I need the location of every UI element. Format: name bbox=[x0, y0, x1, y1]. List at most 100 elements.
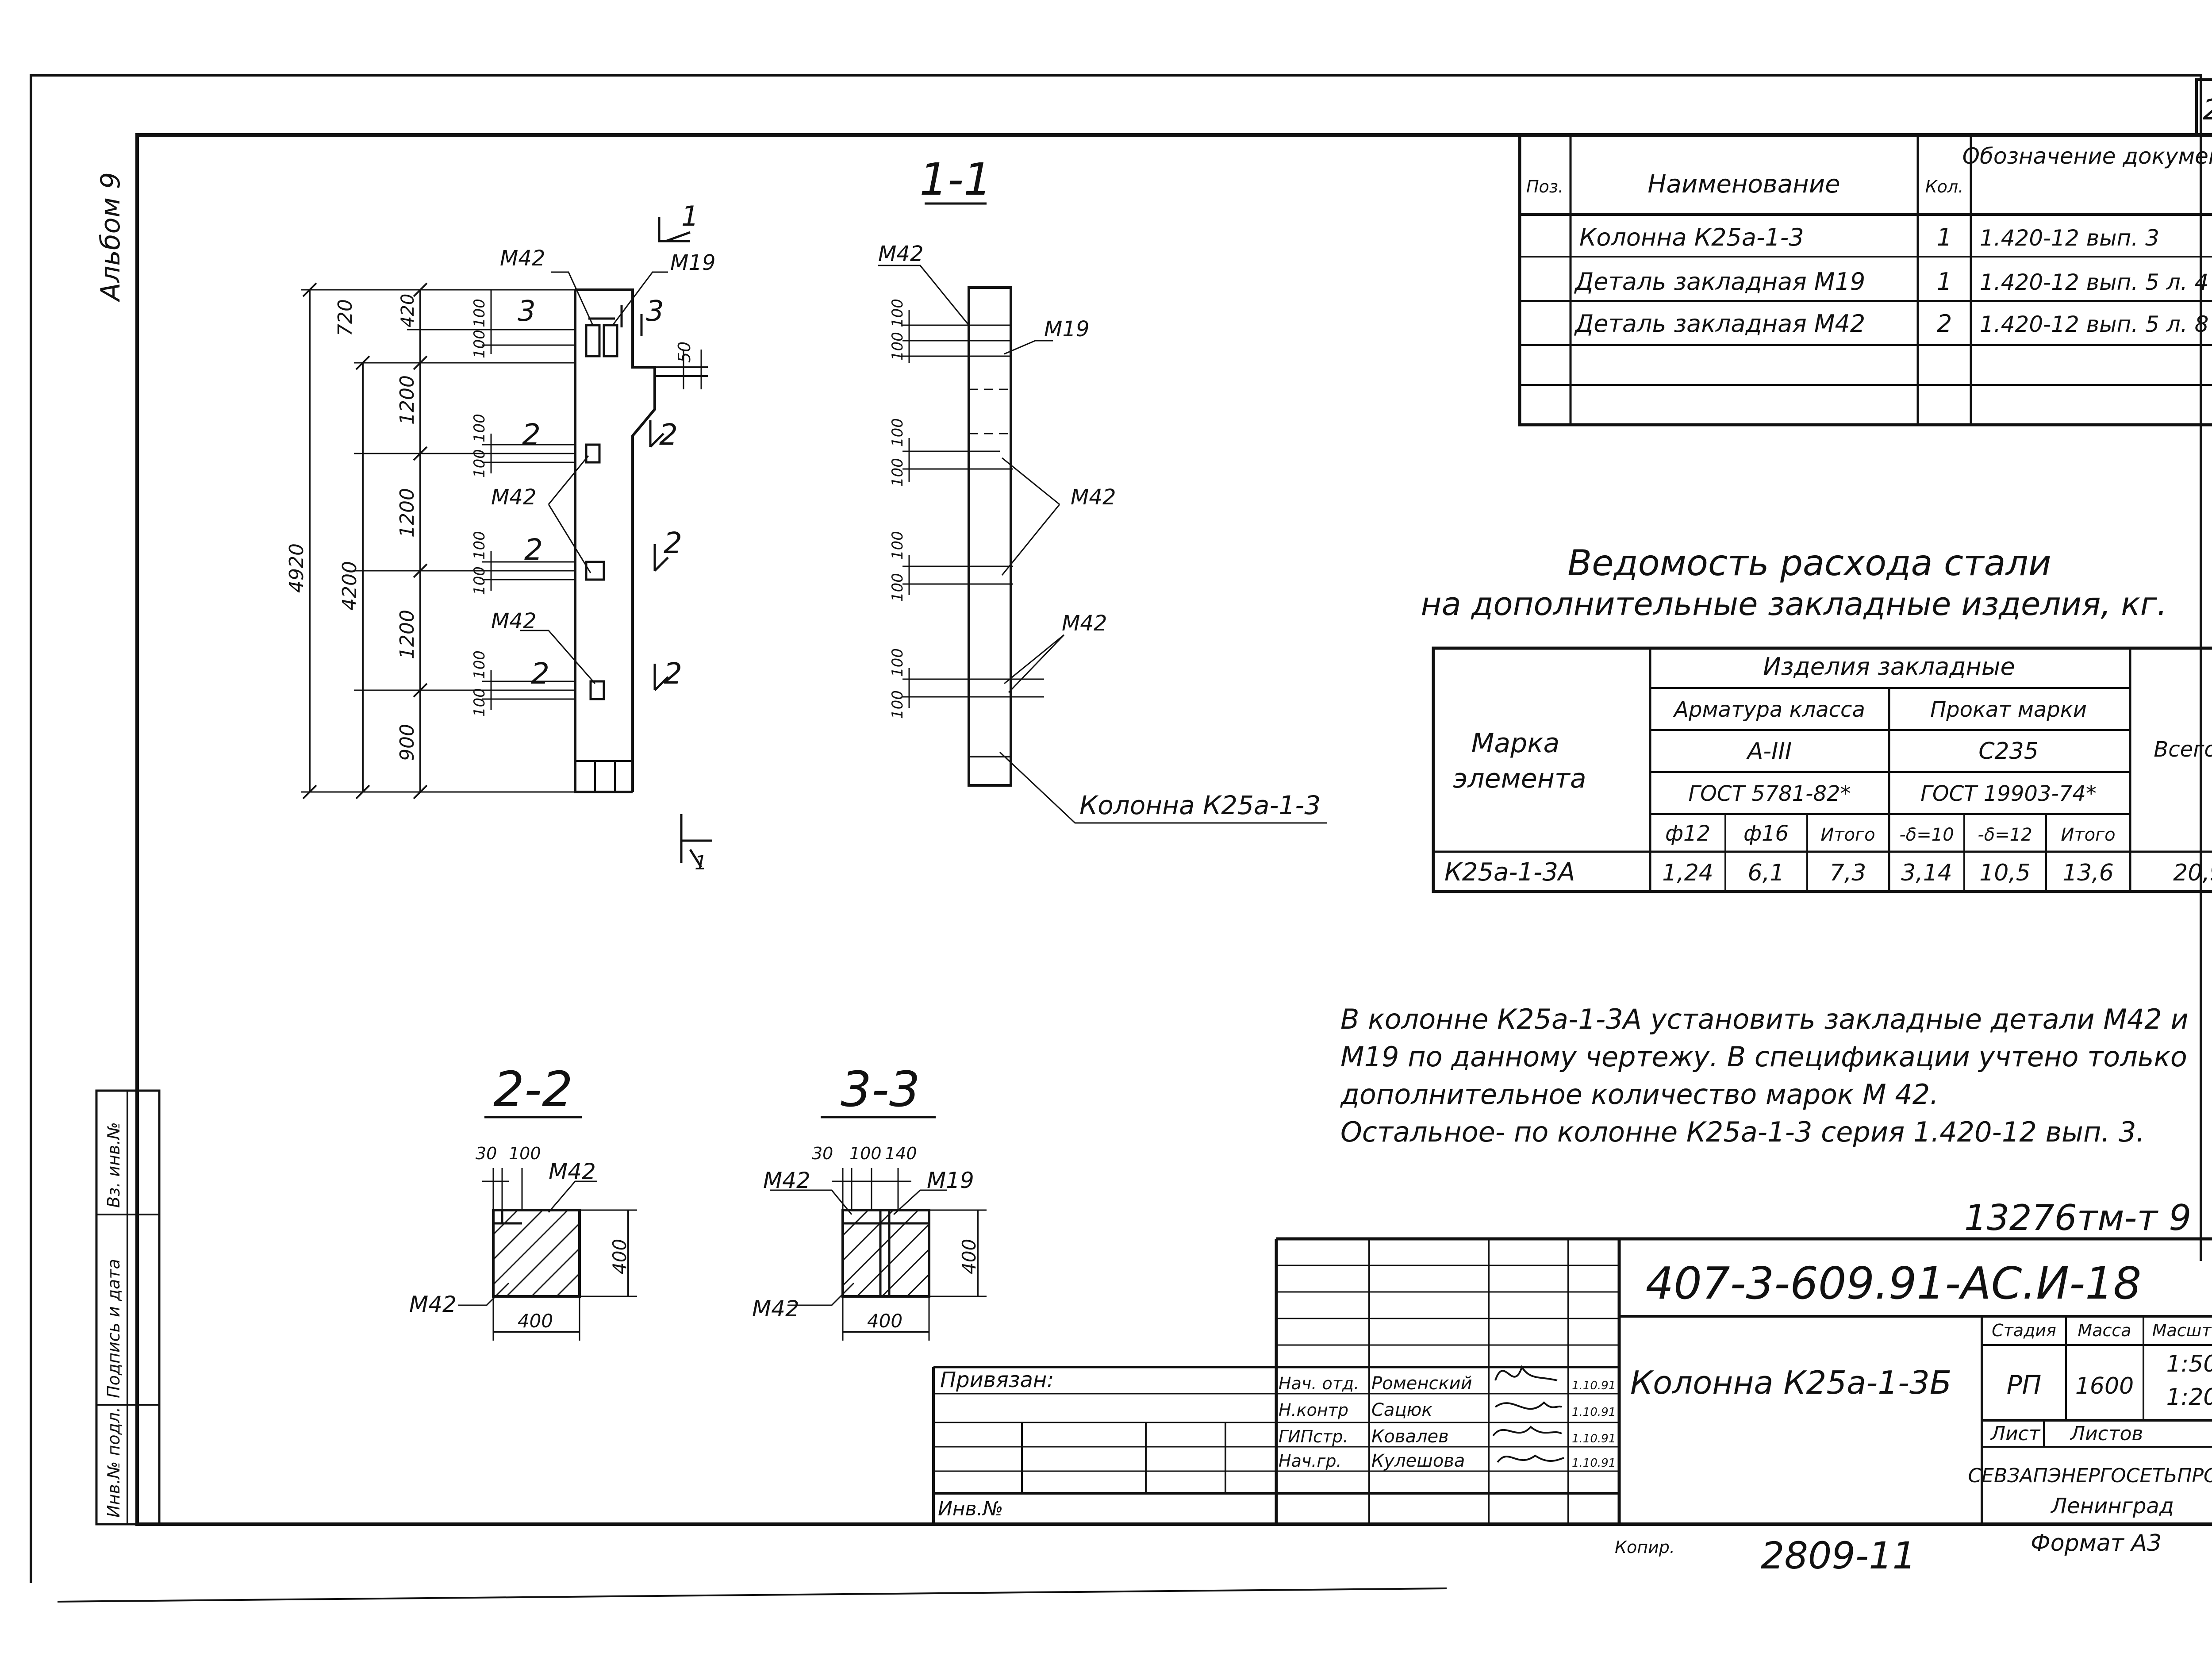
stage-label: Стадия bbox=[1992, 1321, 2056, 1340]
steel-sub-header-2: ф16 bbox=[1743, 821, 1789, 846]
section-1-1-dim-4: 100 bbox=[889, 458, 906, 487]
spec-row-3-doc: 1.420-12 вып. 5 л. 8 bbox=[1980, 311, 2208, 337]
steel-row-value-2: 6,1 bbox=[1748, 860, 1785, 886]
signer-2-date: 1.10.91 bbox=[1572, 1406, 1616, 1419]
section-3-3-label-m42-top: М42 bbox=[763, 1168, 810, 1193]
elevation-dim-1200-a: 1200 bbox=[396, 375, 419, 425]
steel-row-value-3: 7,3 bbox=[1830, 860, 1866, 886]
signer-4-name: Кулешова bbox=[1371, 1451, 1465, 1471]
section-1-1-dim-6: 100 bbox=[889, 573, 906, 602]
note-line-1: В колонне К25а-1-3А установить закладные… bbox=[1340, 1003, 2189, 1035]
spec-row-1-doc: 1.420-12 вып. 3 bbox=[1980, 225, 2159, 251]
elevation-cut-2-a-right: 2 bbox=[659, 418, 678, 452]
handwritten-number: 13276тм-т 9 bbox=[1964, 1197, 2191, 1238]
format-label: Формат А3 bbox=[2031, 1530, 2162, 1557]
elevation-cut-2-c-right: 2 bbox=[664, 657, 682, 691]
section-1-1-dim-8: 100 bbox=[889, 690, 906, 719]
signer-1-name: Роменский bbox=[1371, 1373, 1472, 1394]
section-2-2-label-m42-bottom: М42 bbox=[409, 1291, 457, 1317]
elevation-dim-100-2: 100 bbox=[471, 330, 488, 358]
elevation-label-m42-top: М42 bbox=[500, 246, 545, 271]
copy-number: 2809-11 bbox=[1761, 1534, 1916, 1577]
copy-label: Копир. bbox=[1615, 1537, 1675, 1557]
spec-header-doc-text: Обозначение документа bbox=[1962, 143, 2212, 169]
section-2-2-title: 2-2 bbox=[493, 1061, 573, 1118]
elevation-cut-3-left: 3 bbox=[518, 295, 536, 328]
elevation-dim-900: 900 bbox=[396, 724, 419, 761]
section-1-1-label-m42-low: М42 bbox=[1062, 611, 1107, 636]
signer-1-role: Нач. отд. bbox=[1279, 1374, 1359, 1393]
signer-2-name: Сацюк bbox=[1371, 1400, 1432, 1420]
steel-armature-class: А-III bbox=[1746, 738, 1792, 765]
steel-row-value-4: 3,14 bbox=[1901, 860, 1952, 886]
steel-armature-header: Арматура класса bbox=[1673, 697, 1865, 722]
spec-row-3-name: Деталь закладная М42 bbox=[1574, 310, 1865, 338]
column-elevation bbox=[301, 217, 712, 868]
side-stamp bbox=[95, 1089, 161, 1526]
steel-sub-header-4: -δ=10 bbox=[1899, 825, 1954, 845]
stamp-signature-date: Подпись и дата bbox=[104, 1259, 123, 1398]
elevation-label-m42-mid: М42 bbox=[491, 485, 537, 510]
steel-rolled-grade: С235 bbox=[1978, 738, 2039, 765]
steel-group-header: Изделия закладные bbox=[1763, 653, 2015, 680]
signer-3-date: 1.10.91 bbox=[1572, 1432, 1616, 1445]
mass-label: Масса bbox=[2078, 1321, 2131, 1340]
steel-row-value-6: 13,6 bbox=[2062, 860, 2114, 886]
scale-label: Масштаб bbox=[2152, 1321, 2212, 1340]
section-3-3-label-m42-bottom: М42 bbox=[752, 1296, 799, 1322]
section-2-2-dim-30: 30 bbox=[476, 1144, 497, 1163]
elevation-dim-100-7: 100 bbox=[471, 650, 488, 679]
elevation-dim-100-3: 100 bbox=[471, 414, 488, 442]
steel-armature-gost: ГОСТ 5781-82* bbox=[1688, 781, 1851, 806]
steel-total-header: Всего bbox=[2154, 737, 2212, 762]
spec-row-1-name: Колонна К25а-1-3 bbox=[1579, 223, 1804, 251]
spec-row-3-qty: 2 bbox=[1937, 310, 1952, 338]
elevation-dim-100-6: 100 bbox=[471, 566, 488, 595]
steel-sub-header-6: Итого bbox=[2061, 825, 2115, 845]
spec-header-pos: Поз. bbox=[1526, 177, 1563, 196]
elevation-dim-720: 720 bbox=[334, 299, 357, 336]
spec-table bbox=[1518, 133, 2212, 427]
elevation-dim-4200: 4200 bbox=[338, 561, 361, 611]
section-1-1-column-label: Колонна К25а-1-3 bbox=[1079, 790, 1321, 820]
elevation-label-m19: М19 bbox=[670, 250, 716, 275]
signer-4-date: 1.10.91 bbox=[1572, 1457, 1616, 1470]
section-1-1-dim-1: 100 bbox=[889, 299, 906, 327]
elevation-dim-4920: 4920 bbox=[285, 543, 308, 593]
section-1-1-dim-5: 100 bbox=[889, 531, 906, 560]
steel-sub-header-5: -δ=12 bbox=[1978, 825, 2032, 845]
spec-row-2-qty: 1 bbox=[1937, 268, 1952, 296]
section-3-3-dim-100: 100 bbox=[849, 1144, 882, 1163]
elevation-cut-2-b: 2 bbox=[524, 533, 543, 567]
title-block-inv-label: Инв.№ bbox=[938, 1498, 1003, 1520]
steel-row-value-5: 10,5 bbox=[1979, 860, 2031, 886]
sheet-frame bbox=[30, 74, 2212, 1603]
drawing-title: Колонна К25а-1-3Б bbox=[1630, 1364, 1951, 1401]
steel-sub-header-3: Итого bbox=[1820, 825, 1875, 845]
section-2-2-dim-100: 100 bbox=[509, 1144, 541, 1163]
page-number: 23 bbox=[2203, 94, 2212, 127]
stamp-inv-replaced: Вз. инв.№ bbox=[104, 1122, 123, 1208]
elevation-dim-50: 50 bbox=[675, 342, 694, 363]
section-1-1-dim-3: 100 bbox=[889, 418, 906, 447]
title-block bbox=[932, 1237, 2212, 1524]
signer-3-role: ГИПстр. bbox=[1279, 1427, 1348, 1446]
elevation-dim-100-8: 100 bbox=[471, 688, 488, 717]
sheets-label: Листов bbox=[2070, 1422, 2143, 1445]
elevation-dim-100-5: 100 bbox=[471, 531, 488, 560]
steel-sub-header-1: ф12 bbox=[1665, 821, 1710, 846]
steel-table-title-2: на дополнительные закладные изделия, кг. bbox=[1421, 585, 2167, 623]
stage-value: РП bbox=[2007, 1370, 2042, 1400]
spec-row-2-doc: 1.420-12 вып. 5 л. 4 bbox=[1980, 269, 2208, 295]
elevation-dim-100-1: 100 bbox=[471, 299, 488, 327]
section-3-3-title: 3-3 bbox=[841, 1061, 920, 1118]
section-1-1-label-m19: М19 bbox=[1044, 317, 1090, 342]
spec-row-2-name: Деталь закладная М19 bbox=[1574, 268, 1865, 296]
section-1-1-dim-2: 100 bbox=[889, 332, 906, 361]
scale-value-1: 1:50 bbox=[2166, 1351, 2212, 1377]
scale-value-2: 1:20 bbox=[2166, 1384, 2212, 1411]
elevation-dim-1200-c: 1200 bbox=[396, 610, 419, 659]
section-3-3-dim-width: 400 bbox=[867, 1310, 902, 1332]
steel-rolled-gost: ГОСТ 19903-74* bbox=[1920, 781, 2097, 806]
steel-rolled-header: Прокат марки bbox=[1930, 697, 2087, 722]
